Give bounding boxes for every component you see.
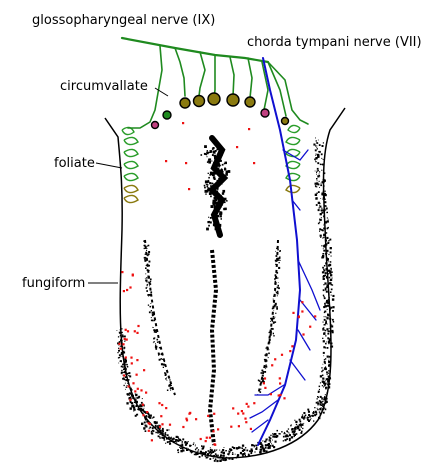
fungiform-label: fungiform (22, 276, 85, 291)
glossopharyngeal-nerve (122, 38, 308, 128)
circumvallate-label: circumvallate (60, 79, 148, 94)
foliate-label: foliate (54, 156, 95, 171)
chorda-tympani-label: chorda tympani nerve (VII) (247, 35, 422, 50)
circumvallate-papillae (152, 93, 289, 129)
chorda-tympani-nerve (250, 58, 320, 445)
tongue-texture (117, 138, 335, 463)
glossopharyngeal-label: glossopharyngeal nerve (IX) (32, 13, 215, 28)
foliate-papillae-left (122, 127, 138, 202)
left-fold (145, 240, 175, 395)
